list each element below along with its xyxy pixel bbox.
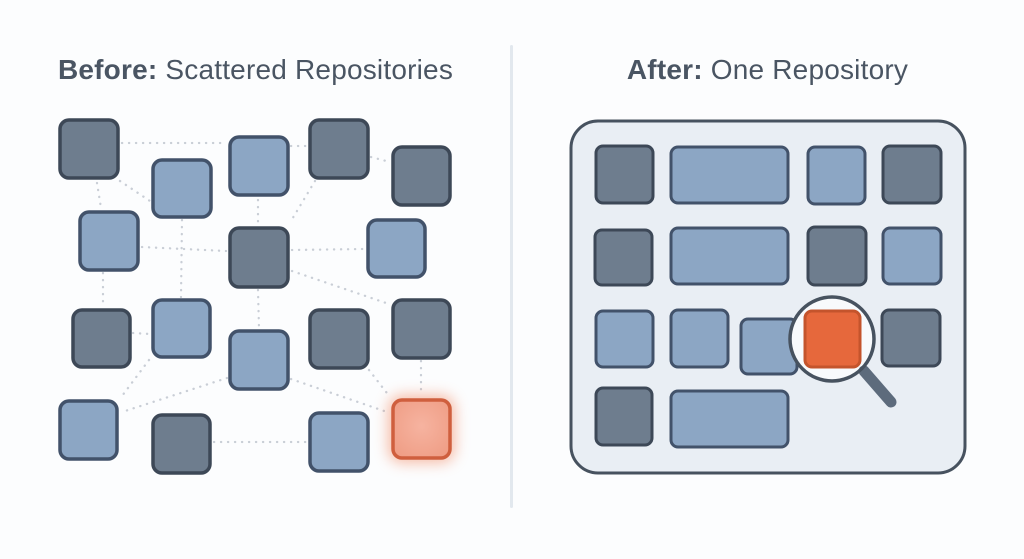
connection-dotted-line <box>289 377 392 415</box>
connection-dotted-line <box>120 358 151 398</box>
connection-dotted-line <box>140 245 228 253</box>
repo-node-light <box>151 298 212 359</box>
connection-dotted-line <box>367 368 392 399</box>
monorepo-block-light <box>669 226 790 286</box>
repo-node-light <box>78 210 140 272</box>
repo-node-light <box>58 399 119 461</box>
monorepo-block-dark <box>593 228 654 287</box>
before-title-text: Scattered Repositories <box>157 54 454 85</box>
repo-node-light <box>366 218 427 279</box>
monorepo-block-light <box>594 309 655 369</box>
monorepo-block-highlighted <box>803 309 862 369</box>
connection-dotted-line <box>290 247 366 252</box>
after-title: After: One Repository <box>511 53 1024 87</box>
magnifying-glass-icon <box>788 295 876 383</box>
before-title: Before: Scattered Repositories <box>0 53 511 87</box>
after-title-prefix: After: <box>626 54 703 85</box>
panel-divider <box>510 45 513 508</box>
repo-node-highlighted <box>391 398 452 460</box>
repo-node-light <box>308 411 370 473</box>
monorepo-block-light <box>739 317 799 376</box>
repo-node-light <box>151 158 213 219</box>
repo-node-dark <box>308 308 370 370</box>
monorepo-block-dark <box>594 144 655 205</box>
repo-node-dark <box>308 118 370 180</box>
monorepo-block-dark <box>806 225 868 287</box>
connection-dotted-line <box>131 331 152 336</box>
repo-node-dark <box>71 308 132 369</box>
connection-dotted-line <box>256 288 261 330</box>
repo-node-dark <box>391 145 452 207</box>
monorepo-block-dark <box>881 144 943 205</box>
monorepo-block-light <box>669 308 730 369</box>
repo-node-light <box>228 135 290 197</box>
connection-dotted-line <box>179 218 184 299</box>
connection-dotted-line <box>120 376 229 414</box>
monorepo-block-dark <box>594 386 654 447</box>
repo-node-dark <box>151 413 212 475</box>
before-title-prefix: Before: <box>57 54 158 85</box>
repo-node-dark <box>391 298 452 360</box>
connection-dotted-line <box>289 179 317 223</box>
monorepo-container <box>569 119 967 475</box>
monorepo-block-light <box>669 389 790 449</box>
connection-dotted-line <box>118 179 152 203</box>
repo-node-dark <box>58 118 120 180</box>
after-title-text: One Repository <box>702 54 909 85</box>
repo-node-dark <box>228 226 290 289</box>
connection-dotted-line <box>369 155 392 164</box>
monorepo-block-light <box>881 226 943 286</box>
connection-dotted-line <box>95 181 103 210</box>
monorepo-block-light <box>806 145 867 206</box>
repo-node-light <box>228 329 290 391</box>
magnifier-handle <box>858 365 897 408</box>
monorepo-block-dark <box>880 308 942 368</box>
monorepo-block-light <box>669 145 790 205</box>
